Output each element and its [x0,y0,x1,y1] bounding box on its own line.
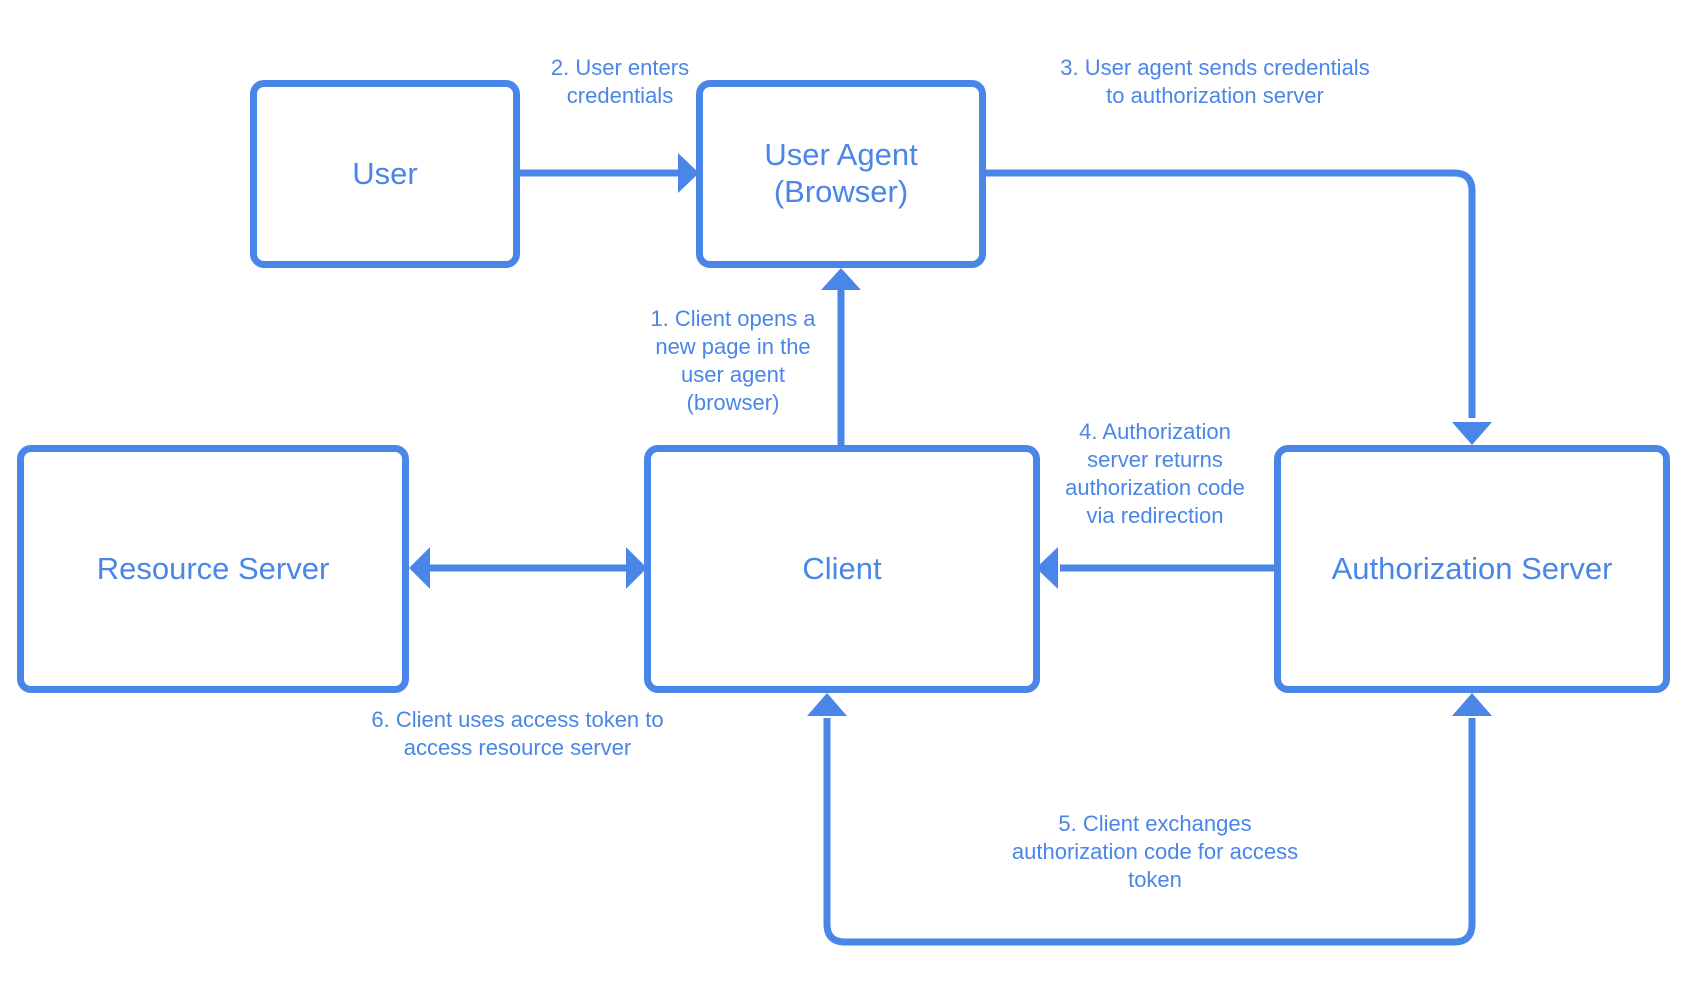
arrowhead-to-authserver-bottom [1452,693,1492,716]
edge-useragent-to-authserver [986,169,1476,418]
arrowhead-to-useragent-left [678,153,699,193]
step-3-label: 3. User agent sends credentials to autho… [1060,55,1370,108]
step-4-label: 4. Authorization server returns authoriz… [1065,419,1245,528]
step-1-label: 1. Client opens a new page in the user a… [650,306,816,415]
node-user-agent: User Agent (Browser) [696,80,986,268]
arrowhead-to-authserver-top [1452,422,1492,445]
step-2-label: 2. User enters credentials [550,55,690,108]
arrowhead-to-useragent-bottom [821,268,861,290]
edge-client-authserver-loop [823,718,1476,946]
arrowhead-to-resource-right [409,547,430,589]
arrowhead-to-client-right [1036,547,1058,589]
step-5-label: 5. Client exchanges authorization code f… [1011,811,1299,892]
arrowhead-to-client-bottom [807,693,847,716]
node-client: Client [644,445,1040,693]
node-resource-server: Resource Server [17,445,409,693]
node-user: User [250,80,520,268]
node-authorization-server: Authorization Server [1274,445,1670,693]
arrowhead-to-client-left [626,547,647,589]
step-6-label: 6. Client uses access token to access re… [371,707,664,760]
